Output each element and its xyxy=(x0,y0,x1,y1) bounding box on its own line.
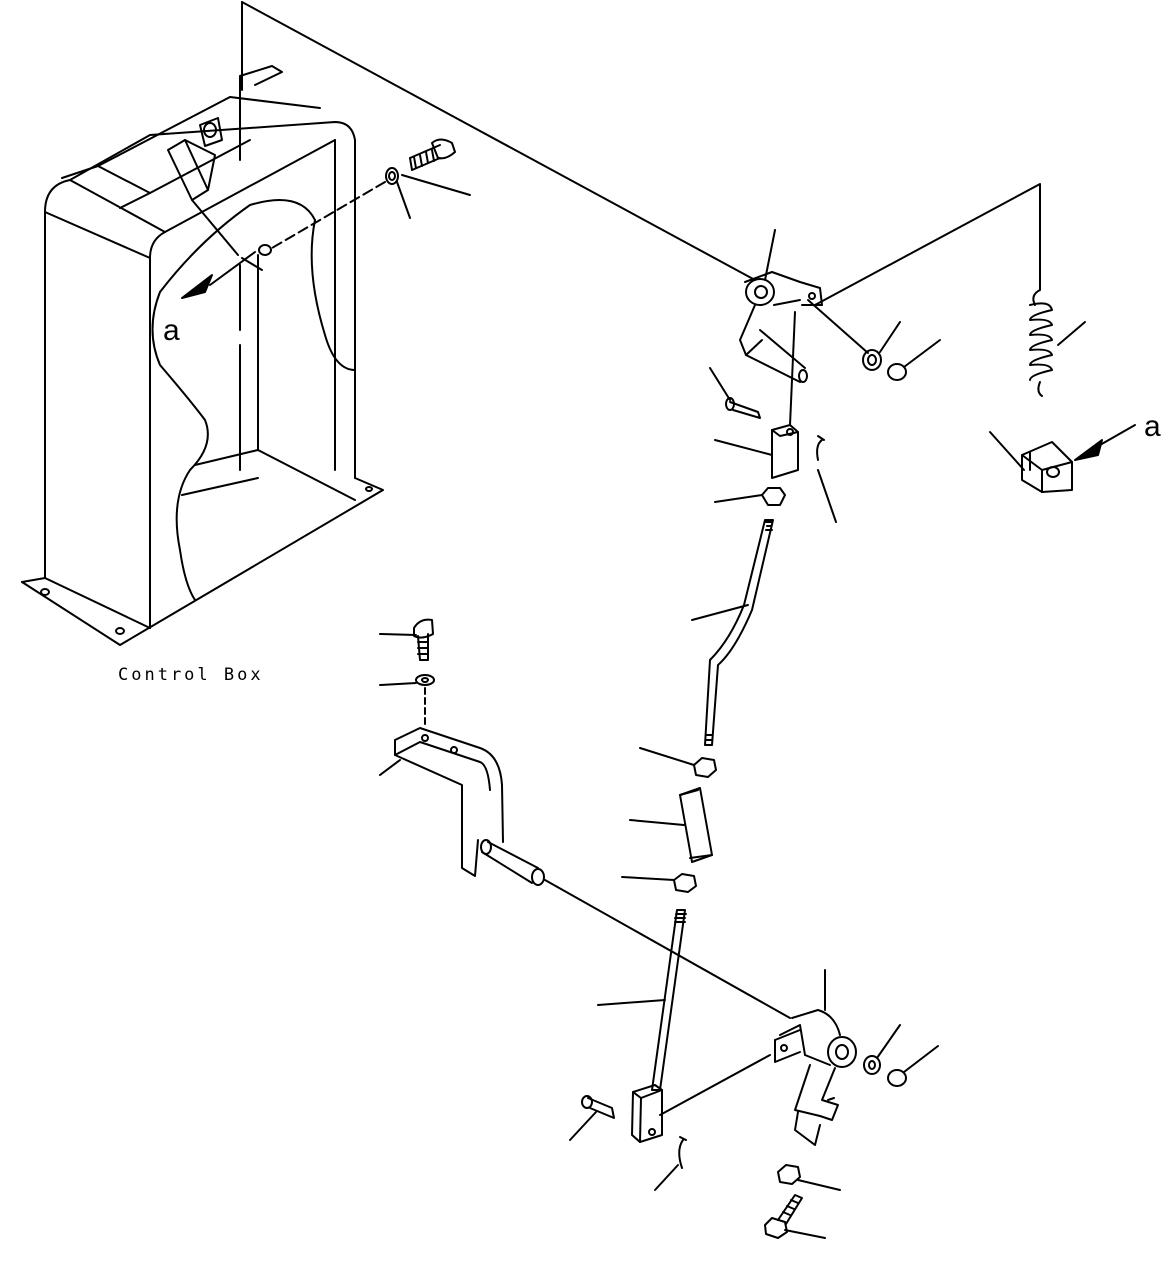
snap-ring-lower-right xyxy=(888,1046,938,1086)
bolt-lower-right xyxy=(765,1195,825,1238)
assembly-centerline-upper xyxy=(272,182,385,248)
arrow-a-left xyxy=(182,252,255,298)
spring xyxy=(1030,290,1085,396)
cotter-pin-lower xyxy=(655,1137,686,1190)
view-marker-right: a xyxy=(1144,410,1161,443)
nut-lower-right xyxy=(778,1165,840,1190)
floor-bracket xyxy=(380,728,503,876)
washer-upper-right xyxy=(863,322,900,370)
nut-middle-lower xyxy=(622,874,696,892)
nut-upper xyxy=(715,488,785,505)
cotter-pin-upper xyxy=(817,436,836,522)
cable-line-lower xyxy=(545,880,790,1018)
rod-lower xyxy=(598,910,686,1090)
lever-shaft-axis xyxy=(808,300,868,353)
clevis-upper xyxy=(715,312,798,478)
view-marker-left: a xyxy=(163,314,180,347)
lower-shaft xyxy=(481,840,544,885)
arrow-a-right xyxy=(1075,425,1135,460)
washer-upper-left xyxy=(386,168,410,218)
snap-ring-upper-right xyxy=(888,340,940,380)
clevis-pin-upper xyxy=(710,368,760,418)
bolt-lower-left xyxy=(380,620,433,660)
cable-line-upper xyxy=(242,2,755,280)
bolt-upper-left xyxy=(402,140,470,196)
turnbuckle-sleeve xyxy=(630,788,712,862)
washer-lower-left xyxy=(380,675,434,685)
nut-middle-upper xyxy=(640,748,716,777)
clevis-lower xyxy=(632,1055,770,1142)
spring-link-line xyxy=(815,184,1040,305)
control-box xyxy=(22,66,383,645)
control-box-label: Control Box xyxy=(118,665,264,685)
bracket-a xyxy=(990,432,1072,492)
rod-upper xyxy=(692,520,773,745)
upper-lever xyxy=(740,230,822,382)
lower-lever xyxy=(775,970,856,1145)
washer-lower-right xyxy=(864,1025,900,1074)
clevis-pin-lower xyxy=(570,1096,614,1140)
